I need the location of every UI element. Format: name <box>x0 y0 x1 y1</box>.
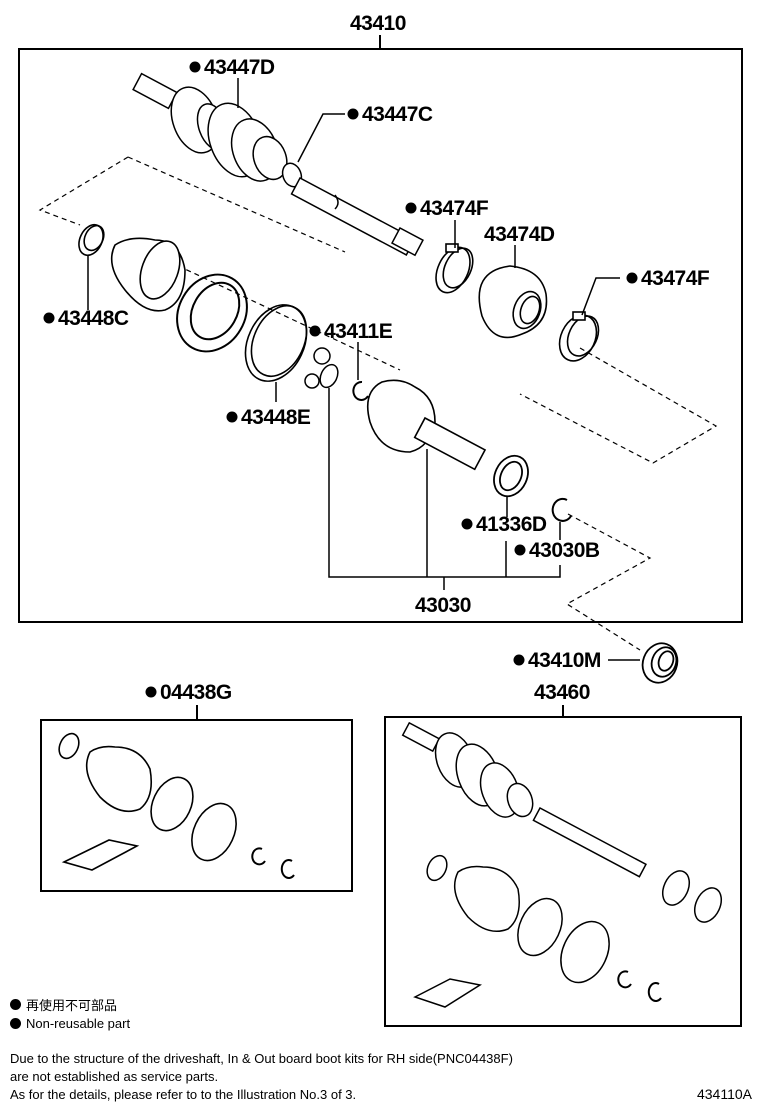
oil-seal-41336D-illustration <box>493 454 529 498</box>
boot-clamp-43448C-illustration <box>78 223 105 257</box>
inboard-joint-43030-illustration <box>366 379 487 471</box>
label-43447D[interactable]: 43447D <box>204 56 275 79</box>
label-41336D[interactable]: 41336D <box>476 513 547 536</box>
bearing-43410M-illustration <box>641 642 679 684</box>
note-line-2: are not established as service parts. <box>10 1069 219 1084</box>
tripod-joint-illustration <box>304 347 339 389</box>
rh-assembly-parts-illustration <box>401 721 723 1008</box>
label-43447C[interactable]: 43447C <box>362 103 433 126</box>
clamp-43474F-right-illustration <box>558 311 600 362</box>
label-43448E[interactable]: 43448E <box>241 406 311 429</box>
rh-assembly-43460: 43460 <box>384 681 742 1027</box>
note-line-1: Due to the structure of the driveshaft, … <box>10 1051 513 1066</box>
outboard-joint-shaft-illustration <box>132 72 424 257</box>
boot-ring-illustration <box>176 273 248 353</box>
boot-kit-parts-illustration <box>58 732 295 879</box>
main-assembly-43410: 43410 <box>18 12 743 661</box>
legend-japanese: 再使用不可部品 <box>10 995 117 1014</box>
label-43030B[interactable]: 43030B <box>529 539 600 562</box>
boot-kit-04438G: 04438G <box>40 681 353 892</box>
label-43474D[interactable]: 43474D <box>484 223 555 246</box>
label-43474F-1[interactable]: 43474F <box>420 197 489 220</box>
legend-english-text: Non-reusable part <box>26 1016 131 1031</box>
boot-kit-box <box>40 719 353 892</box>
note-line-3: As for the details, please refer to to t… <box>10 1087 357 1102</box>
label-43410[interactable]: 43410 <box>350 12 406 35</box>
label-04438G[interactable]: 04438G <box>160 681 232 704</box>
label-43448C[interactable]: 43448C <box>58 307 129 330</box>
label-43460[interactable]: 43460 <box>534 681 590 704</box>
illustration-id: 434110A <box>696 1086 752 1102</box>
non-reusable-bullet-icon <box>10 1018 21 1029</box>
legend-japanese-text: 再使用不可部品 <box>26 998 118 1013</box>
inboard-boot-illustration <box>110 237 186 312</box>
center-bearing-43410M: 43410M <box>513 642 679 684</box>
notes: Due to the structure of the driveshaft, … <box>10 1050 513 1104</box>
non-reusable-bullet-icon <box>10 999 21 1010</box>
boot-clamp-43448E-illustration <box>244 304 308 382</box>
label-43410M[interactable]: 43410M <box>528 649 601 672</box>
clamp-43474F-left-illustration <box>435 243 474 294</box>
leader-lines <box>87 78 640 661</box>
damper-43474D-illustration <box>478 265 548 339</box>
label-43030[interactable]: 43030 <box>415 594 471 617</box>
label-43474F-2[interactable]: 43474F <box>641 267 710 290</box>
snap-ring-43411E-illustration <box>352 380 369 401</box>
rh-assembly-box <box>384 716 742 1027</box>
label-43411E[interactable]: 43411E <box>324 320 393 343</box>
dashed-leader-43410M <box>565 513 652 651</box>
dashed-region <box>38 156 129 226</box>
snap-ring-43030B-illustration <box>551 497 572 522</box>
legend-english: Non-reusable part <box>10 1016 130 1031</box>
